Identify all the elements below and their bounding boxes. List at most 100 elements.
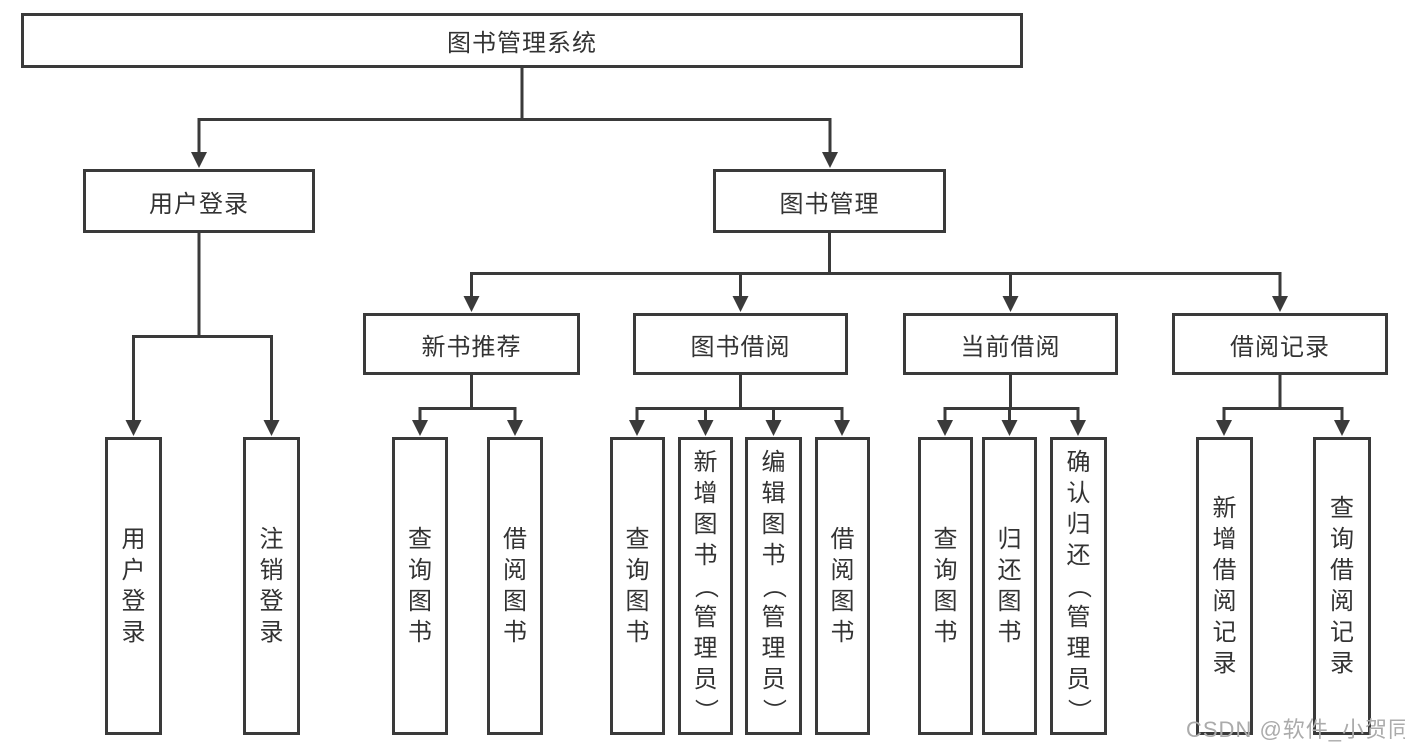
node-root: 图书管理系统 (21, 13, 1023, 68)
arrowhead-cb-return (1001, 420, 1018, 436)
vertical-char: 辑 (761, 479, 786, 507)
node-book-borrow: 图书借阅 (633, 313, 848, 375)
vertical-char: 阅 (1212, 588, 1237, 615)
vertical-char: 查 (933, 526, 958, 553)
arrowhead-br-add (1216, 420, 1232, 436)
vertical-char: 询 (625, 557, 650, 584)
vertical-char: 书 (830, 619, 855, 646)
vertical-char: 录 (259, 619, 284, 646)
vertical-char: 书 (625, 619, 650, 646)
vertical-char: 查 (408, 526, 432, 553)
vertical-char: 记 (1212, 619, 1237, 646)
vertical-char: ） (1065, 698, 1092, 722)
vertical-char: 员 (1066, 665, 1091, 693)
arrowhead-bb-borrow (834, 420, 850, 436)
vertical-char: 还 (1066, 541, 1091, 569)
vertical-char: 录 (1212, 650, 1237, 677)
leaf-return-books: 归还图书 (982, 437, 1037, 735)
vertical-char: 书 (503, 619, 527, 646)
arrowhead-br-query (1334, 420, 1350, 436)
vertical-char: 书 (408, 619, 432, 646)
vertical-char: 新 (1212, 495, 1237, 522)
vertical-char: 询 (408, 557, 432, 584)
vertical-char: 归 (997, 526, 1022, 553)
arrowhead-leaf-logout (263, 420, 280, 436)
vertical-char: （ (1065, 574, 1092, 598)
vertical-char: 阅 (503, 557, 527, 584)
vertical-char: 理 (1066, 634, 1091, 662)
vertical-char: 管 (1066, 603, 1091, 631)
vertical-char: （ (760, 574, 787, 598)
vertical-char: 借 (503, 526, 527, 553)
vertical-char: 管 (761, 603, 786, 631)
vertical-char: 确 (1066, 448, 1091, 476)
leaf-query-borrow-record: 查询借阅记录 (1313, 437, 1371, 735)
vertical-char: 新 (693, 448, 718, 476)
leaf-borrow-books-recommend: 借阅图书 (487, 437, 543, 735)
vertical-char: 询 (933, 557, 958, 584)
leaf-query-books-borrow: 查询图书 (610, 437, 665, 735)
vertical-char: 注 (259, 526, 284, 553)
arrowhead-cb-query (937, 420, 953, 436)
vertical-char: 户 (121, 557, 146, 584)
vertical-char: 录 (1330, 650, 1354, 677)
node-borrow-records: 借阅记录 (1172, 313, 1388, 375)
vertical-char: 阅 (1330, 588, 1354, 615)
arrowhead-leaf-login (125, 420, 142, 436)
node-new-book-recommend: 新书推荐 (363, 313, 580, 375)
vertical-char: 管 (693, 603, 718, 631)
vertical-char: 认 (1066, 479, 1091, 507)
node-book-management: 图书管理 (713, 169, 946, 233)
vertical-char: 查 (625, 526, 650, 553)
vertical-char: 书 (997, 619, 1022, 646)
vertical-char: 阅 (830, 557, 855, 584)
vertical-char: 图 (503, 588, 527, 615)
leaf-user-login: 用户登录 (105, 437, 162, 735)
vertical-char: 用 (121, 526, 146, 553)
vertical-char: （ (692, 574, 719, 598)
leaf-edit-book-admin: 编辑图书（管理员） (745, 437, 802, 735)
arrowhead-book-borrow (732, 296, 749, 312)
arrowhead-book-management (822, 152, 838, 168)
leaf-logout: 注销登录 (243, 437, 300, 735)
vertical-char: 销 (259, 557, 284, 584)
arrowhead-borrow-records (1272, 296, 1288, 312)
vertical-char: 图 (761, 510, 786, 538)
vertical-char: 询 (1330, 526, 1354, 553)
arrowhead-bb-add (697, 420, 714, 436)
vertical-char: 图 (997, 588, 1022, 615)
vertical-char: 图 (625, 588, 650, 615)
leaf-add-borrow-record: 新增借阅记录 (1196, 437, 1253, 735)
vertical-char: 图 (693, 510, 718, 538)
leaf-confirm-return-admin: 确认归还（管理员） (1050, 437, 1107, 735)
csdn-watermark: CSDN @软件_小贺同学 (1186, 717, 1405, 742)
node-current-borrow: 当前借阅 (903, 313, 1118, 375)
vertical-char: 员 (761, 665, 786, 693)
arrowhead-bb-edit (765, 420, 782, 436)
vertical-char: 录 (121, 619, 146, 646)
leaf-borrow-books: 借阅图书 (815, 437, 870, 735)
vertical-char: 登 (259, 588, 284, 615)
vertical-char: 书 (693, 541, 718, 569)
vertical-char: 增 (1212, 526, 1237, 553)
vertical-char: 登 (121, 588, 146, 615)
leaf-add-book-admin: 新增图书（管理员） (678, 437, 733, 735)
vertical-char: ） (692, 698, 719, 722)
arrowhead-bb-query (629, 420, 645, 436)
vertical-char: 记 (1330, 619, 1354, 646)
vertical-char: 图 (830, 588, 855, 615)
arrowhead-nb-query (412, 420, 428, 436)
arrowhead-user-login (191, 152, 207, 168)
vertical-char: ） (760, 698, 787, 722)
vertical-char: 查 (1330, 495, 1354, 522)
vertical-char: 理 (693, 634, 718, 662)
leaf-query-books-current: 查询图书 (918, 437, 973, 735)
arrowhead-nb-borrow (507, 420, 523, 436)
leaf-query-books-recommend: 查询图书 (392, 437, 448, 735)
vertical-char: 员 (693, 665, 718, 693)
vertical-char: 理 (761, 634, 786, 662)
vertical-char: 书 (933, 619, 958, 646)
vertical-char: 图 (408, 588, 432, 615)
